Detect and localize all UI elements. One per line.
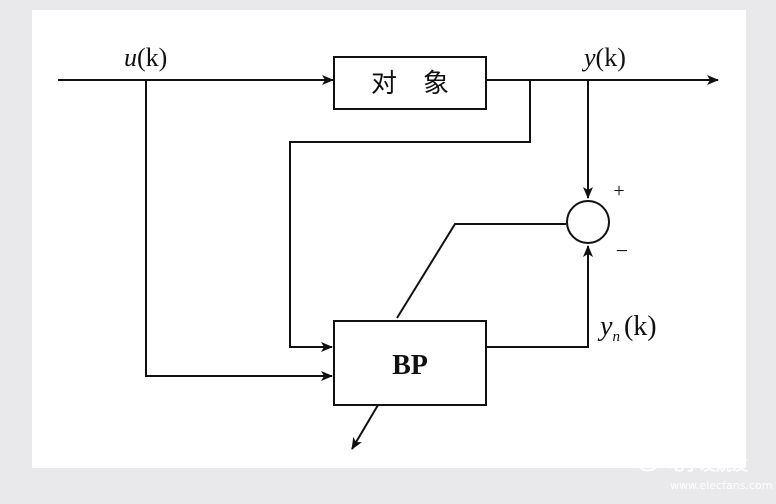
weight-adjust-arrow [351, 404, 379, 450]
output-label: y(k) [581, 43, 626, 72]
input-label: u(k) [124, 43, 167, 72]
bp-block [333, 320, 487, 406]
summing-junction [566, 200, 610, 244]
plant-output-to-bp-line [289, 80, 531, 352]
plant-block [333, 56, 487, 110]
watermark-flame-icon [631, 426, 665, 472]
nn-output-label: yn(k) [597, 311, 657, 345]
plant-block-label: 对 象 [371, 69, 449, 98]
error-to-bp-line [396, 223, 566, 319]
sum-minus-sign: − [616, 238, 628, 263]
watermark-url: www.elecfans.com [670, 479, 772, 492]
bp-block-label: BP [392, 350, 428, 381]
input-to-bp-line [145, 80, 333, 381]
sum-plus-sign: + [613, 180, 624, 202]
watermark-title: 电子发烧友 [668, 455, 749, 474]
bp-output-to-sum-line [486, 245, 593, 348]
watermark-logo: 电子发烧友 www.elecfans.com [631, 426, 772, 492]
